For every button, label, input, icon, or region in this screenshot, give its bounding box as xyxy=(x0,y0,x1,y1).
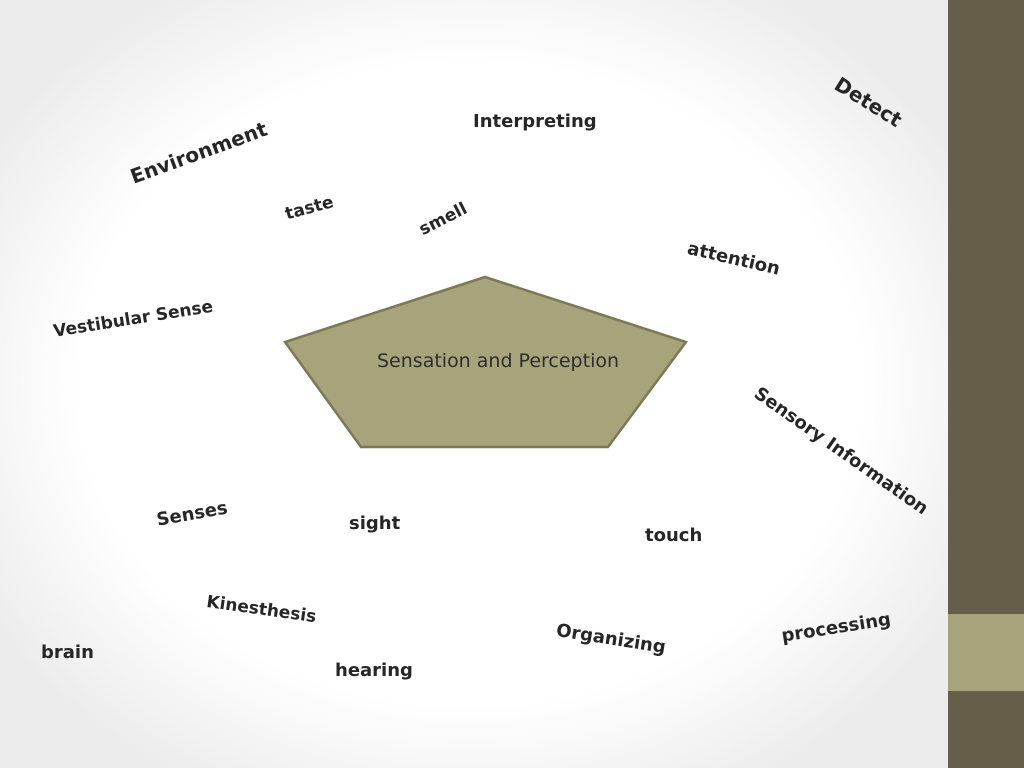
center-shape-label: Sensation and Perception xyxy=(377,350,620,372)
word-touch: touch xyxy=(645,525,703,546)
word-hearing: hearing xyxy=(335,660,413,681)
decorative-sidebar-accent xyxy=(948,614,1024,691)
center-pentagon xyxy=(282,275,689,449)
word-interpreting: Interpreting xyxy=(473,111,597,132)
word-sight: sight xyxy=(349,513,401,534)
word-brain: brain xyxy=(41,642,94,663)
